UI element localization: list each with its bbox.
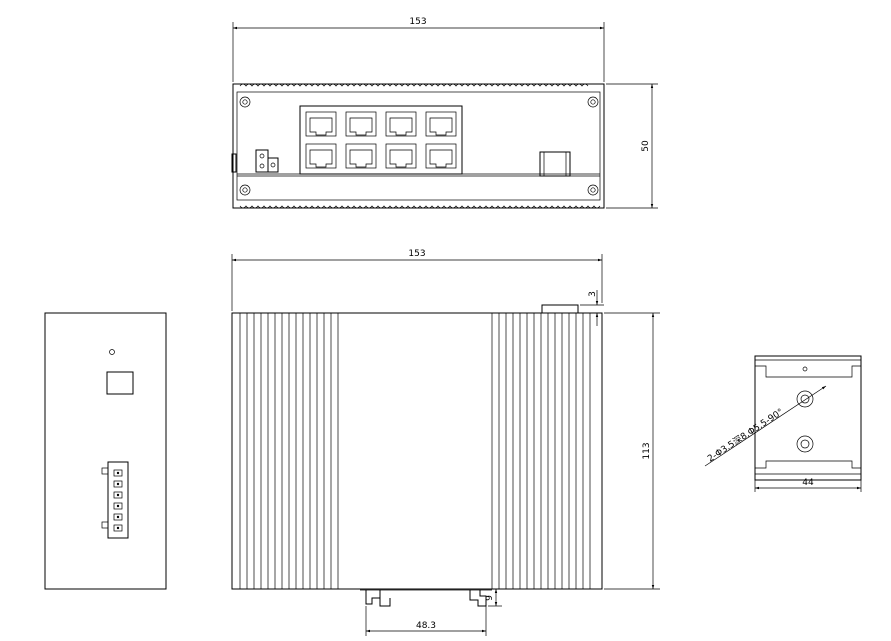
terminal-pin: [113, 502, 123, 510]
power-connector: [231, 149, 279, 173]
rj45-port: [345, 111, 377, 137]
led-indicator: [109, 349, 115, 355]
top-fin-edge: [239, 83, 589, 87]
bracket-outline: [754, 355, 862, 481]
top-bump: [541, 304, 579, 314]
top-width-label: 153: [409, 17, 426, 27]
terminal-pin: [113, 480, 123, 488]
top-view: 153 50: [231, 17, 658, 209]
rj45-port: [425, 111, 457, 137]
front-height-label: 113: [642, 442, 652, 459]
terminal-pin: [113, 524, 123, 532]
top-view-inner-frame: [236, 91, 601, 201]
bracket-small-hole: [802, 366, 808, 372]
bracket-top-lip: [755, 365, 861, 378]
rj45-port: [345, 143, 377, 169]
rj45-port: [425, 143, 457, 169]
din-rail-clip: [360, 589, 492, 607]
bracket-bottom-lip: [755, 460, 861, 469]
side-view: [44, 312, 167, 590]
fin-lines-left: [239, 313, 339, 589]
top-view-outline: [232, 83, 605, 209]
corner-screws: [239, 96, 599, 196]
rj45-port: [385, 111, 417, 137]
rj45-port-block: [299, 105, 463, 175]
reset-button-outline: [106, 371, 134, 395]
bracket-width-label: 44: [802, 478, 814, 488]
fin-lines-right: [491, 313, 591, 589]
hole-note-label: 2-Φ3.5深8,Φ5.5-90°: [706, 406, 786, 464]
bracket-mount-hole-2: [796, 435, 814, 453]
din-bracket-view: 2-Φ3.5深8,Φ5.5-90° 44: [704, 355, 862, 492]
fiber-port: [539, 151, 571, 177]
rj45-port: [305, 111, 337, 137]
front-view: 153 3 113 48.3 9: [231, 249, 660, 636]
terminal-pin: [113, 469, 123, 477]
front-width-label: 153: [408, 249, 425, 259]
rail-height-label: 9: [485, 595, 495, 601]
rj45-ports: [305, 111, 457, 169]
rj45-port: [385, 143, 417, 169]
side-view-outline: [44, 312, 167, 590]
rj45-port: [305, 143, 337, 169]
bracket-mount-hole-1: [796, 390, 814, 408]
top-height-label: 50: [641, 140, 651, 152]
hole-note-leader: [704, 385, 827, 467]
front-offset-label: 3: [588, 291, 598, 297]
rail-width-label: 48.3: [416, 621, 436, 631]
terminal-block: [101, 461, 129, 539]
terminal-pin: [113, 491, 123, 499]
front-view-outline: [231, 312, 603, 590]
bottom-fin-edge: [239, 205, 601, 209]
terminal-pin: [113, 513, 123, 521]
